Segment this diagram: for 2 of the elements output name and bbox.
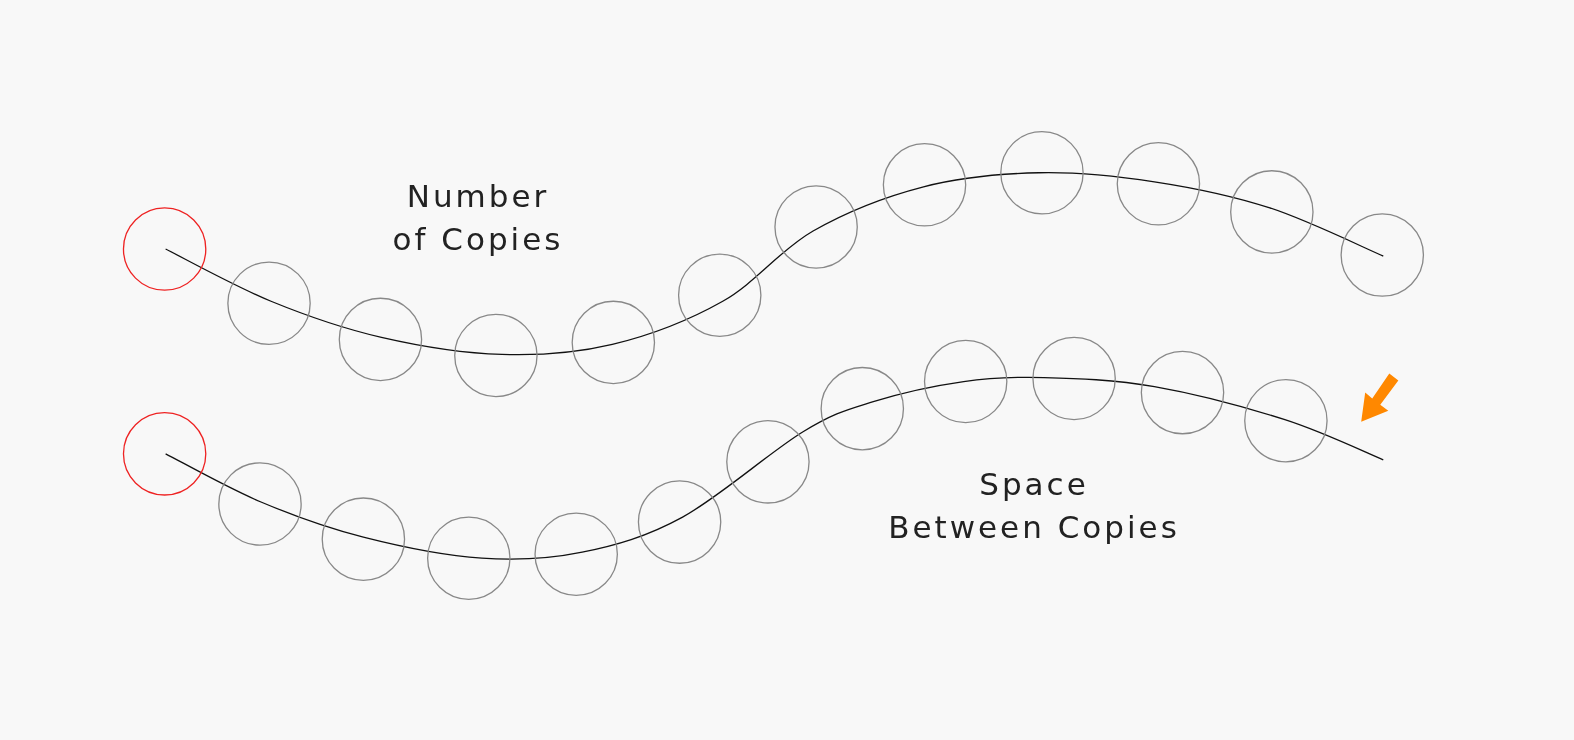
annotation-text: Space Between Copies [888, 465, 1180, 547]
annotation-text: Number of Copies [392, 177, 564, 259]
